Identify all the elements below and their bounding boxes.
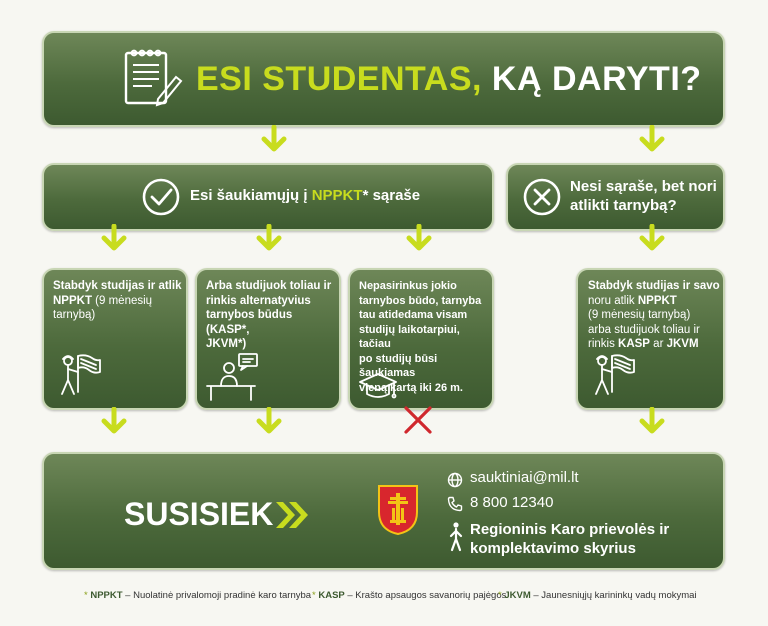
contact-email[interactable]: sauktiniai@mil.lt [470, 469, 579, 486]
document-pen-icon [124, 49, 183, 107]
soldier-flag-icon [595, 354, 635, 395]
graduation-cap-icon [359, 373, 397, 399]
footnote-nppkt: * NPPKT – Nuolatinė privalomoji pradinė … [84, 590, 312, 601]
double-chevron-icon [276, 502, 308, 528]
option-stop-studies: Stabdyk studijas ir atlik NPPKT (9 mėnes… [42, 268, 188, 410]
footnote-jkvm: * JKVM – Jaunesniųjų karininkų vadų moky… [498, 590, 697, 601]
contact-phone[interactable]: 8 800 12340 [470, 494, 554, 511]
option1-text: Stabdyk studijas ir atlik NPPKT (9 mėnes… [53, 280, 182, 321]
option-alternative-service: Arba studijuok toliau ir rinkis alternat… [195, 268, 341, 410]
down-arrow [101, 224, 127, 251]
coat-of-arms-icon [378, 485, 418, 536]
on-list-text: Esi šaukiamųjų į NPPKT* sąraše [190, 187, 421, 204]
on-list-box: Esi šaukiamųjų į NPPKT* sąraše [42, 163, 494, 231]
globe-icon [447, 472, 463, 488]
down-arrow [639, 125, 665, 152]
red-x-icon [404, 406, 432, 434]
option2-text: Arba studijuok toliau ir rinkis alternat… [206, 280, 332, 350]
phone-icon [447, 496, 463, 512]
down-arrow [639, 224, 665, 251]
footnote-kasp: * KASP – Krašto apsaugos savanorių pajėg… [312, 590, 507, 601]
not-on-list-box: Nesi sąraše, bet nori atlikti tarnybą? [506, 163, 725, 231]
soldier-flag-icon [61, 354, 101, 395]
option3-text: Nepasirinkus jokio tarnybos būdo, tarnyb… [359, 280, 482, 394]
down-arrow [101, 407, 127, 434]
check-circle-icon [142, 178, 180, 216]
option-volunteer-service: Stabdyk studijas ir savo noru atlik NPPK… [576, 268, 725, 410]
option4-text: Stabdyk studijas ir savo noru atlik NPPK… [588, 280, 720, 350]
desk-person-icon [206, 353, 258, 401]
contact-heading: SUSISIEK [124, 496, 274, 532]
down-arrow [256, 224, 282, 251]
title-part1: ESI STUDENTAS, [196, 60, 482, 98]
down-arrow [406, 224, 432, 251]
not-on-list-text: Nesi sąraše, bet nori atlikti tarnybą? [570, 178, 717, 214]
title-banner [42, 31, 725, 127]
contact-box: SUSISIEK sauktiniai@mil.lt 8 800 12340 R… [42, 452, 725, 570]
down-arrow [256, 407, 282, 434]
person-walking-icon [449, 522, 463, 552]
option-defer-service: Nepasirinkus jokio tarnybos būdo, tarnyb… [348, 268, 494, 410]
x-circle-icon [523, 178, 561, 216]
down-arrow [639, 407, 665, 434]
title-part2: KĄ DARYTI? [491, 60, 702, 98]
down-arrow [261, 125, 287, 152]
contact-office: Regioninis Karo prievolės ir komplektavi… [470, 521, 670, 557]
page-title: ESI STUDENTAS, KĄ DARYTI? [196, 60, 702, 99]
